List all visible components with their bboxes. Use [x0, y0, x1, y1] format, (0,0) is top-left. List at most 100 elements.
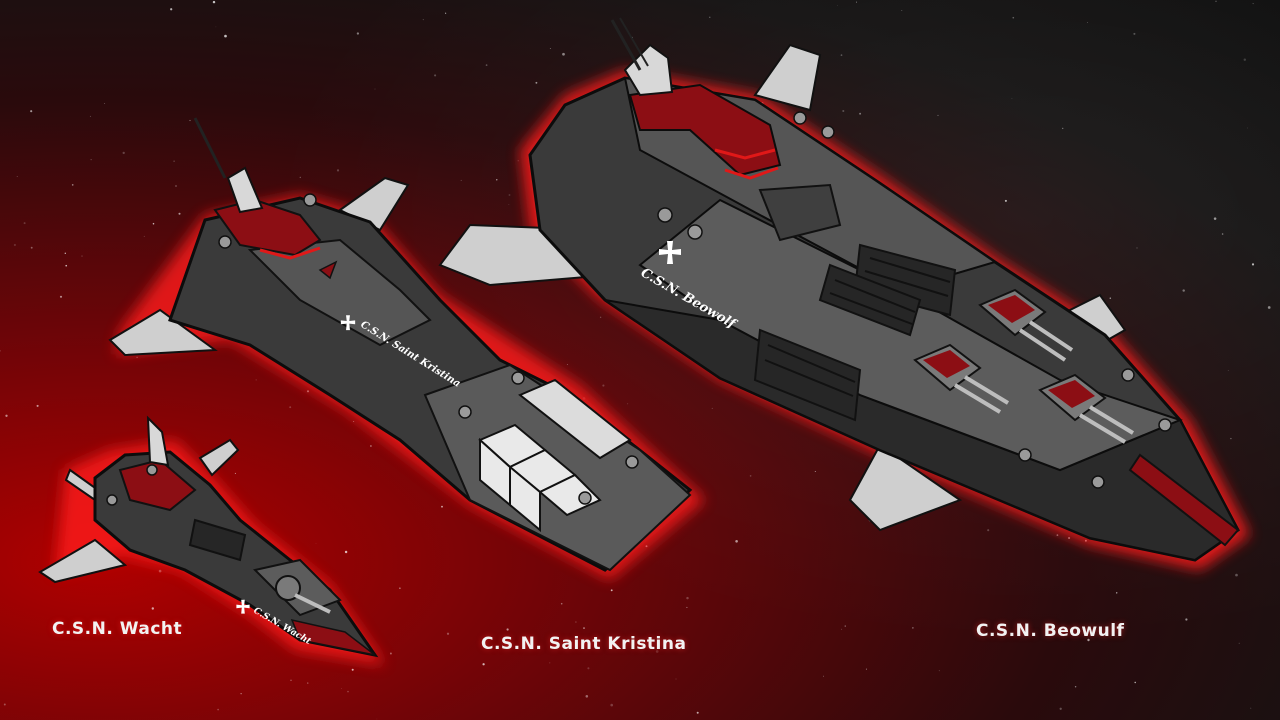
star — [374, 88, 376, 90]
star — [1133, 32, 1136, 35]
beowulf-wing-lower — [848, 443, 963, 532]
star — [1182, 289, 1185, 292]
star — [1238, 642, 1240, 644]
beowulf-bridge — [628, 83, 782, 177]
star — [173, 160, 175, 162]
star — [508, 194, 511, 196]
star — [71, 184, 74, 186]
star — [1250, 707, 1252, 709]
star — [1213, 217, 1217, 220]
star — [587, 667, 590, 670]
star — [356, 32, 360, 35]
star — [441, 505, 443, 508]
star — [1252, 3, 1254, 5]
star — [496, 179, 498, 181]
star — [1062, 127, 1064, 130]
star — [938, 670, 940, 672]
cross-emblem-icon — [659, 241, 681, 264]
star — [212, 0, 216, 4]
wacht-stripe — [290, 618, 376, 656]
star — [859, 112, 862, 115]
star — [855, 1, 858, 3]
star — [735, 540, 738, 543]
star — [599, 316, 602, 319]
star — [610, 589, 613, 592]
beowulf-turret-2 — [913, 343, 1010, 414]
beowulf-turret-1 — [978, 288, 1074, 362]
star — [89, 115, 91, 117]
ship-wacht: C.S.N. Wacht — [38, 415, 385, 665]
star — [1074, 686, 1077, 688]
star — [562, 52, 565, 56]
star — [16, 176, 18, 178]
kristina-bridge-light — [259, 246, 321, 260]
star — [837, 5, 839, 6]
star — [482, 663, 485, 666]
star — [508, 204, 510, 205]
star — [376, 718, 378, 720]
star — [344, 550, 348, 554]
star — [1004, 199, 1007, 202]
caption-wacht: C.S.N. Wacht — [52, 619, 183, 639]
kristina-cargo-top — [518, 378, 632, 460]
star — [215, 26, 217, 28]
star — [389, 652, 392, 655]
star — [446, 632, 450, 635]
star — [136, 356, 138, 359]
wacht-turret — [275, 575, 331, 614]
star — [104, 103, 106, 105]
star — [749, 475, 752, 477]
star — [289, 406, 292, 409]
star — [711, 407, 713, 409]
star — [1227, 370, 1229, 371]
star — [610, 703, 614, 707]
star — [370, 445, 372, 447]
star — [81, 255, 83, 257]
star — [1235, 573, 1238, 577]
star — [174, 184, 178, 188]
star — [224, 34, 227, 38]
star — [575, 621, 577, 623]
star — [1215, 0, 1217, 2]
star — [341, 688, 342, 689]
beowulf-grille — [753, 243, 957, 422]
star — [517, 159, 520, 162]
star — [1247, 127, 1248, 129]
star — [151, 607, 154, 610]
beowulf-stripe — [1128, 453, 1240, 547]
star — [814, 470, 816, 473]
star — [1221, 233, 1224, 235]
star — [36, 404, 39, 407]
star — [152, 222, 155, 225]
star — [1109, 297, 1112, 299]
caption-beowulf: C.S.N. Beowulf — [976, 621, 1125, 641]
star — [315, 542, 317, 544]
beowulf-hatch — [758, 183, 842, 242]
star — [1087, 638, 1090, 642]
star — [842, 109, 845, 113]
star — [1230, 437, 1232, 440]
star — [901, 10, 903, 11]
star — [399, 587, 401, 590]
beowulf-small-guns — [657, 111, 1172, 489]
star — [5, 414, 8, 417]
star — [1012, 16, 1015, 19]
star — [351, 668, 354, 671]
star — [485, 64, 488, 66]
star — [560, 602, 563, 605]
star — [460, 179, 462, 181]
star — [336, 169, 340, 172]
kristina-vent — [318, 260, 338, 280]
star — [90, 159, 92, 161]
cross-emblem-icon — [236, 599, 250, 614]
star — [170, 8, 173, 11]
star — [65, 264, 68, 267]
beowulf-bridge-light-2 — [724, 166, 779, 180]
star — [602, 384, 605, 387]
wacht-grille — [188, 518, 247, 562]
wacht-wing-top — [198, 438, 240, 477]
star — [627, 403, 629, 405]
caption-saint-kristina: C.S.N. Saint Kristina — [481, 634, 687, 654]
star — [240, 693, 242, 695]
